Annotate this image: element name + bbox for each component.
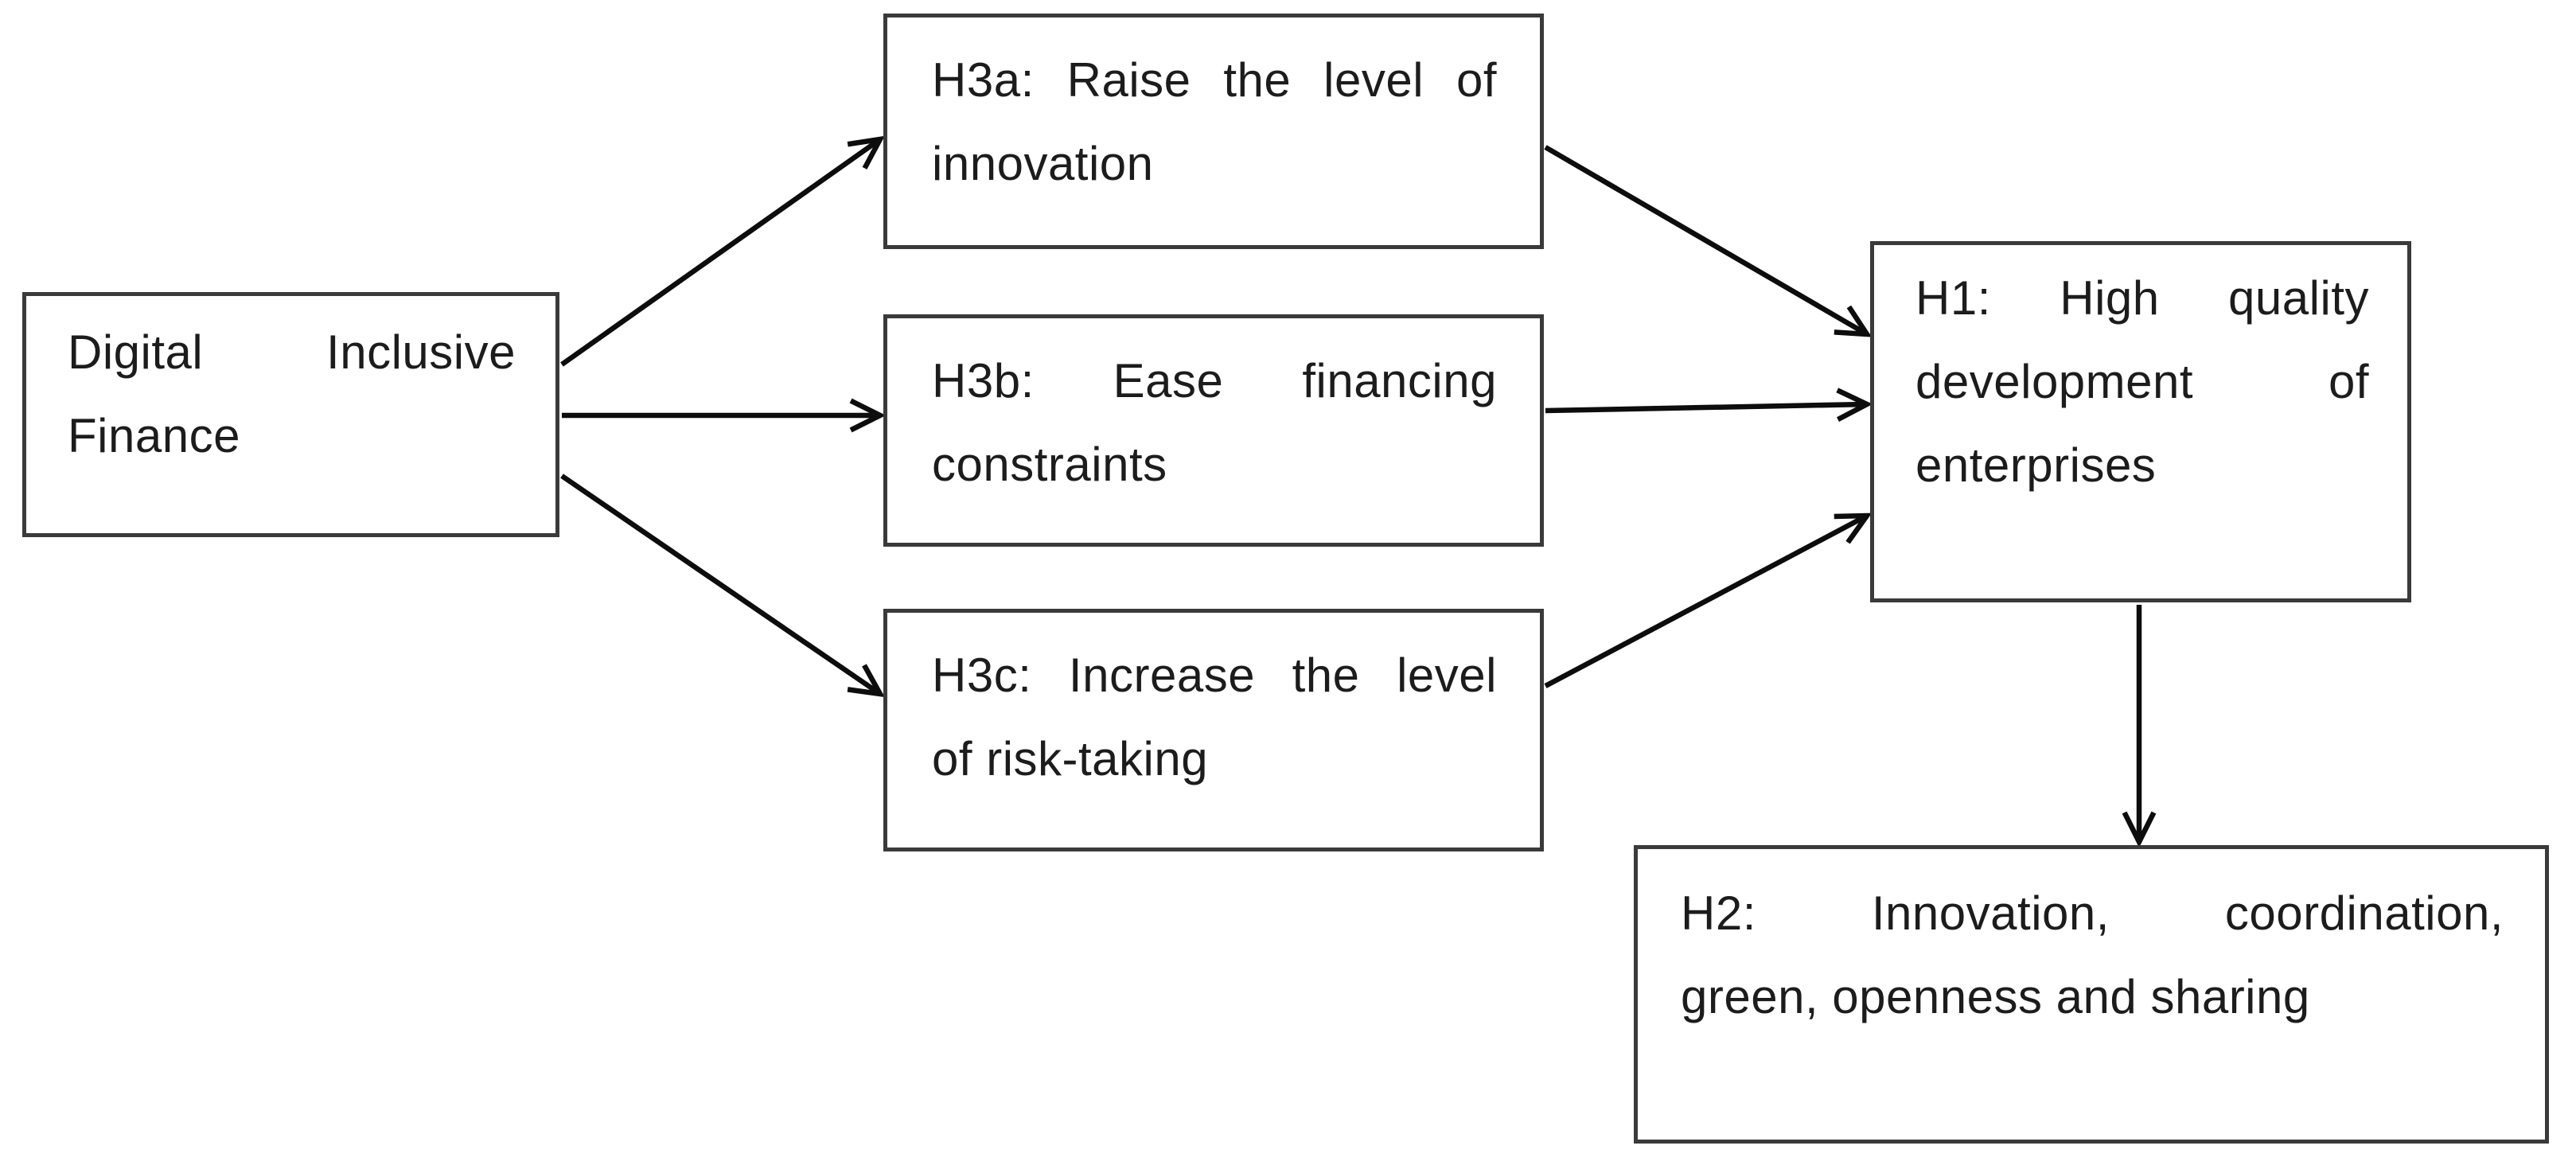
arrow-h3b-to-h1 [1545,404,1867,411]
node-label-line: H3a: Raise the level of [932,53,1497,107]
node-label-line: green, openness and sharing [1681,970,2310,1023]
arrow-dif-to-h3c [560,473,880,694]
node-label-line: H2: Innovation, coordination, [1681,886,2504,940]
node-label-line: H3c: Increase the level [932,649,1497,702]
node-label-line: Finance [68,409,240,462]
node-h3c-increase-risk-taking: H3c: Increase the level of risk-taking [883,609,1544,851]
node-h1-high-quality-development: H1: High quality development of enterprise… [1870,241,2411,602]
arrow-h3a-to-h1 [1544,145,1867,334]
node-label-line: H3b: Ease financing [932,354,1497,407]
arrow-dif-to-h3a [560,139,880,367]
node-h2-five-concepts: H2: Innovation, coordination, green, open… [1634,845,2549,1144]
node-h3b-ease-financing-constraints: H3b: Ease financing constraints [883,314,1544,547]
node-label-line: development of [1915,355,2369,408]
node-label-line: of risk-taking [932,732,1209,785]
arrow-h3c-to-h1 [1544,516,1867,688]
node-label-line: enterprises [1915,438,2157,492]
node-label-line: constraints [932,438,1167,491]
node-label-line: Digital Inclusive [68,325,516,379]
node-h3a-raise-innovation: H3a: Raise the level of innovation [883,14,1544,249]
node-label-line: innovation [932,137,1154,190]
node-label-line: H1: High quality [1915,271,2369,325]
